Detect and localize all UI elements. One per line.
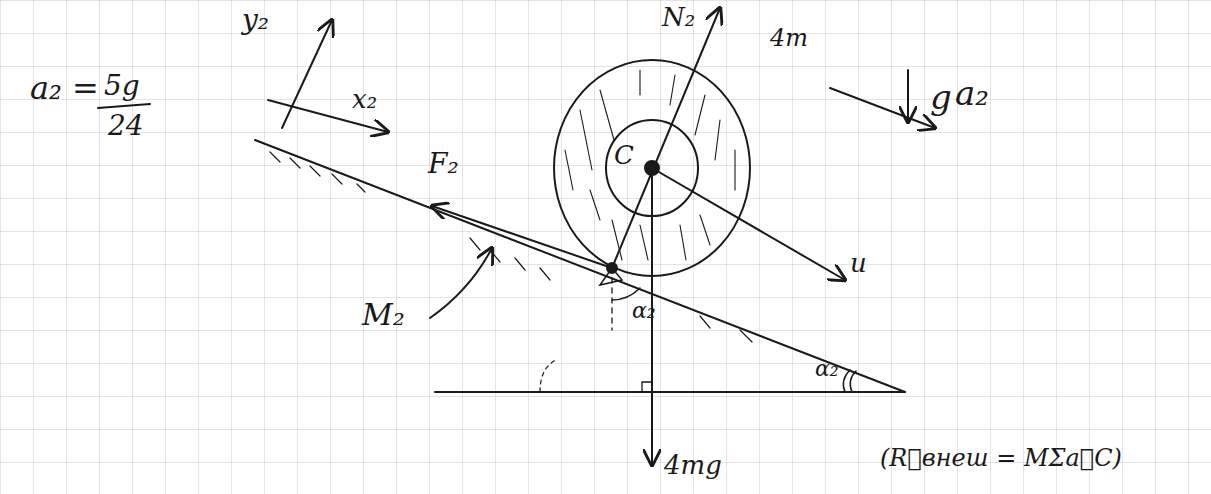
fraction-bar [98,104,150,108]
gravity-label: g [930,80,952,114]
fraction-numerator: 5g [104,72,140,100]
incline-line [255,140,905,392]
equation-label: a₂ = [30,72,99,104]
surface-hatching [270,152,752,342]
acceleration-label: a₂ [955,76,989,110]
force-label: 4mg [664,452,722,478]
y-axis-arrow [282,20,332,128]
vertical-dashed [611,268,612,330]
normal-force-arrow [612,8,720,268]
velocity-label: u [850,250,867,276]
contact-block [600,268,622,285]
right-angle [642,382,652,392]
angle-arc [612,288,640,300]
friction-arrow [432,206,612,268]
gravity-arrow [907,70,909,122]
acceleration-arrow [830,88,935,128]
angle-label: α₂ [815,358,839,380]
axis-label: x₂ [352,86,377,112]
equation-note: (R⃗внеш = MΣa⃗C) [880,446,1122,470]
angle-label: α₂ [632,300,656,322]
base-angle-arc [843,370,856,392]
mass-label: 4m [770,26,808,50]
axis-label: y₂ [242,6,269,34]
wheel-hatching [565,70,735,260]
fraction-denominator: 24 [108,112,144,140]
ground-line [435,391,905,393]
force-label: F₂ [428,150,459,178]
point-label: C [614,142,634,168]
moment-arrow [430,248,492,318]
moment-label: M₂ [362,300,405,330]
dashed-arc [540,360,556,392]
force-label: N₂ [662,4,695,30]
velocity-arrow [652,168,845,280]
